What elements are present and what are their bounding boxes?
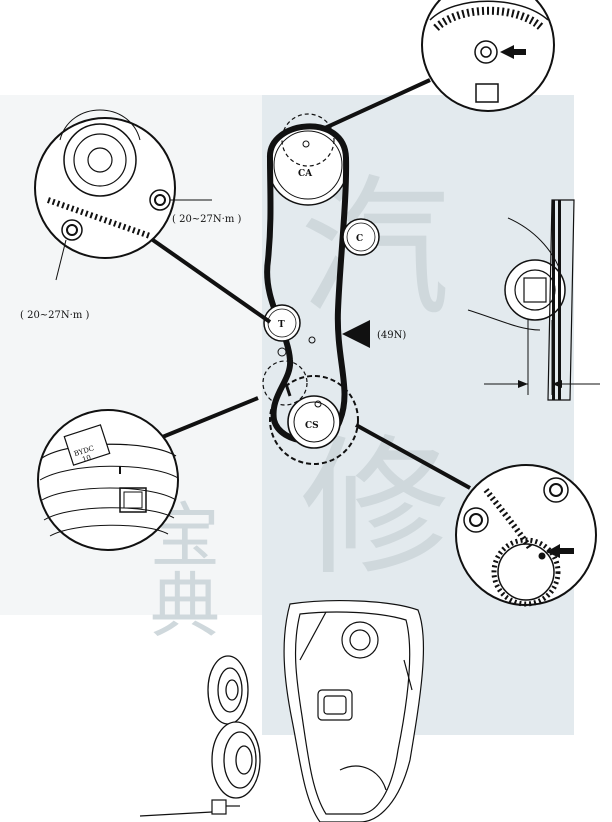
tensioner-pulley-label: T bbox=[278, 320, 285, 330]
camshaft-pulley-position-dashed bbox=[281, 113, 335, 167]
detail-belt-deflection bbox=[467, 199, 600, 401]
idler-pulley bbox=[342, 218, 380, 256]
belt-routing bbox=[262, 113, 380, 465]
tensioner-pulley bbox=[263, 304, 301, 342]
detail-crank-sprocket-mark bbox=[455, 464, 597, 607]
torque-spec-upper: ( 20~27N·m ) bbox=[172, 214, 241, 225]
callout-leaders bbox=[148, 78, 471, 490]
detail-camshaft-mark bbox=[421, 0, 555, 112]
crankshaft-pulley-label: CS bbox=[305, 421, 319, 431]
guide-plate-washer bbox=[207, 655, 249, 725]
crankshaft-timing-gear-dashed bbox=[269, 375, 359, 465]
detail-crank-pulley-mark bbox=[37, 409, 179, 551]
crankshaft-pulley bbox=[287, 395, 341, 449]
camshaft-pulley-label: CA bbox=[298, 169, 313, 179]
belt-tension-arrow bbox=[342, 320, 370, 348]
detail-tensioner-bolts bbox=[34, 109, 212, 281]
watermark-char-2: 修 bbox=[300, 422, 450, 596]
crankshaft-pulley-exploded bbox=[211, 721, 261, 799]
idler-pulley-label: C bbox=[356, 234, 363, 244]
torque-spec-lower: ( 20~27N·m ) bbox=[20, 310, 89, 321]
belt-tension-label: (49N) bbox=[377, 330, 406, 341]
timing-cover-exploded bbox=[283, 600, 425, 822]
crank-bolt-exploded bbox=[139, 799, 240, 817]
bydc-mark-number: 10 bbox=[81, 454, 92, 464]
crank-mark-arrow bbox=[546, 544, 574, 558]
camshaft-mark-arrow bbox=[500, 45, 526, 59]
watermark-char-4: 典 bbox=[150, 565, 220, 647]
